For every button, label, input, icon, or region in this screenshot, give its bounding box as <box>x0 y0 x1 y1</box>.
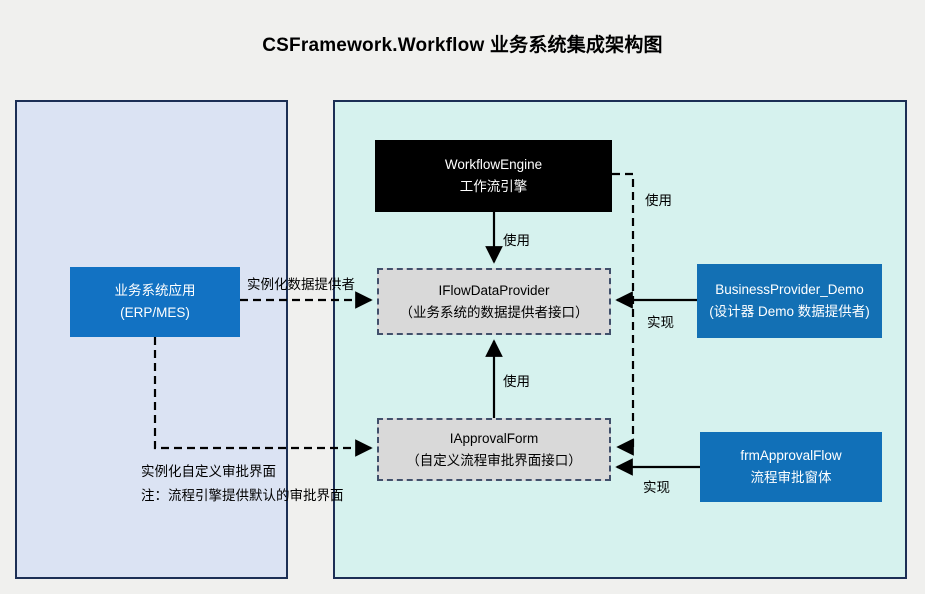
edge-label-use-engine-approval: 使用 <box>645 193 672 208</box>
node-iapprovalform-caption: （自定义流程审批界面接口） <box>406 452 582 468</box>
business-system-panel <box>15 100 288 579</box>
edge-label-instantiate-provider: 实例化数据提供者 <box>247 277 355 292</box>
edge-label-instantiate-approval: 实例化自定义审批界面 <box>141 464 276 479</box>
node-businessprovider-demo-caption: (设计器 Demo 数据提供者) <box>709 304 870 319</box>
node-frmapprovalflow: frmApprovalFlow 流程审批窗体 <box>700 432 882 502</box>
node-frmapprovalflow-caption: 流程审批窗体 <box>750 470 832 485</box>
node-workflow-engine: WorkflowEngine 工作流引擎 <box>375 140 612 212</box>
edge-label-use-approval-provider: 使用 <box>503 374 530 389</box>
node-businessprovider-demo-name: BusinessProvider_Demo <box>715 282 864 297</box>
node-business-app-caption: (ERP/MES) <box>120 305 190 320</box>
edge-label-implement-approval: 实现 <box>643 480 670 495</box>
node-workflow-engine-name: WorkflowEngine <box>444 157 543 172</box>
node-workflow-engine-caption: 工作流引擎 <box>459 179 528 194</box>
diagram-title: CSFramework.Workflow 业务系统集成架构图 <box>262 35 663 56</box>
node-iflowdataprovider: IFlowDataProvider （业务系统的数据提供者接口） <box>377 268 611 335</box>
node-business-app: 业务系统应用 (ERP/MES) <box>70 267 240 337</box>
node-businessprovider-demo: BusinessProvider_Demo (设计器 Demo 数据提供者) <box>697 264 882 338</box>
edge-label-default-form-note: 注：流程引擎提供默认的审批界面 <box>141 488 344 503</box>
edge-label-use-engine-provider: 使用 <box>503 233 530 248</box>
node-frmapprovalflow-name: frmApprovalFlow <box>740 448 842 463</box>
edge-label-implement-provider: 实现 <box>647 315 674 330</box>
node-iflowdataprovider-name: IFlowDataProvider <box>438 282 550 298</box>
node-iflowdataprovider-caption: （业务系统的数据提供者接口） <box>399 304 589 320</box>
node-iapprovalform-name: IApprovalForm <box>449 430 539 446</box>
node-iapprovalform: IApprovalForm （自定义流程审批界面接口） <box>377 418 611 481</box>
node-business-app-name: 业务系统应用 <box>114 283 196 298</box>
